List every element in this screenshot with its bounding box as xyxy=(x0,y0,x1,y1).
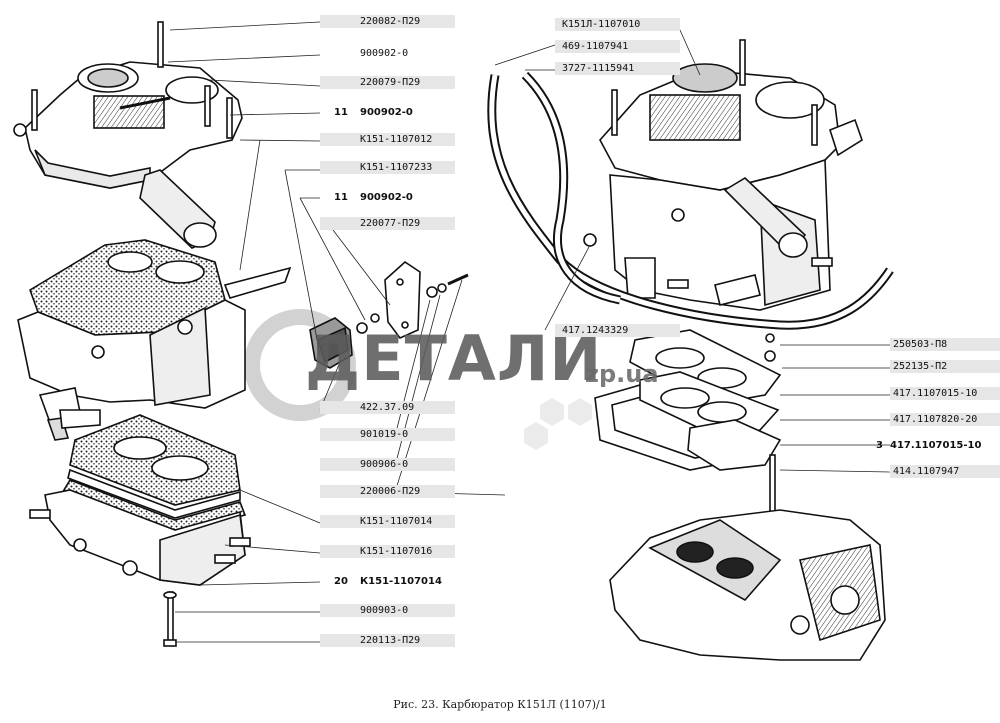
watermark-gear xyxy=(244,309,356,421)
label-shade xyxy=(890,360,1000,373)
carburetor-top-cover xyxy=(13,21,243,249)
throttle-body xyxy=(29,489,251,647)
part-label: 901019-0 xyxy=(360,429,409,440)
part-label: 417.1243329 xyxy=(562,325,629,336)
label-shade xyxy=(320,133,455,146)
label-shade xyxy=(555,18,680,31)
figure-caption: Рис. 23. Карбюратор К151Л (1107)/1 xyxy=(393,698,607,711)
label-shade xyxy=(320,76,455,89)
part-label: К151Л-1107010 xyxy=(562,19,641,30)
label-shade xyxy=(555,324,680,337)
label-shade xyxy=(320,634,455,647)
label-shade xyxy=(555,62,680,75)
part-label: 900906-0 xyxy=(360,459,409,470)
flange-gaskets xyxy=(594,329,782,518)
part-label: 417.1107015-10 xyxy=(893,388,978,399)
label-shade xyxy=(320,401,455,414)
lower-gaskets xyxy=(62,414,247,533)
part-label: 220077-П29 xyxy=(360,218,421,229)
part-label: 900902-0 xyxy=(360,48,409,59)
watermark-text: ДЕТАЛИ xyxy=(305,322,603,395)
label-shade xyxy=(555,40,680,53)
part-label: К151-1107233 xyxy=(360,162,433,173)
part-label: 250503-П8 xyxy=(893,339,948,350)
label-shade xyxy=(320,217,455,230)
label-shade xyxy=(320,428,455,441)
part-label: 220079-П29 xyxy=(360,77,421,88)
bracket-parts xyxy=(309,260,469,369)
upper-gasket xyxy=(29,239,292,336)
label-shade xyxy=(320,15,455,28)
label-shade xyxy=(890,413,1000,426)
watermark-domain: zp.ua xyxy=(585,360,659,388)
part-label: 469-1107941 xyxy=(562,41,629,52)
assembled-carburetor xyxy=(583,39,863,311)
label-shade xyxy=(320,485,455,498)
part-label: К151-1107016 xyxy=(360,546,433,557)
label-shade xyxy=(320,161,455,174)
part-label: 900903-0 xyxy=(360,605,409,616)
intake-manifold xyxy=(609,509,886,661)
part-label: К151-1107014 xyxy=(360,516,433,527)
part-label: К151-1107012 xyxy=(360,134,433,145)
part-label: 252135-П2 xyxy=(893,361,948,372)
fuel-hoses xyxy=(487,71,894,330)
label-shade xyxy=(890,465,1000,478)
part-label: 220082-П29 xyxy=(360,16,421,27)
part-label: 220006-П29 xyxy=(360,486,421,497)
part-label: 417.1107820-20 xyxy=(893,414,978,425)
part-label: 220113-П29 xyxy=(360,635,421,646)
label-shade xyxy=(320,545,455,558)
label-shade xyxy=(320,604,455,617)
label-shade xyxy=(890,338,1000,351)
part-label: 422.37.09 xyxy=(360,402,415,413)
carburetor-body xyxy=(17,299,246,441)
label-shade xyxy=(320,458,455,471)
label-shade xyxy=(320,515,455,528)
part-label: 414.1107947 xyxy=(893,466,960,477)
part-label: 3727-1115941 xyxy=(562,63,635,74)
label-shade xyxy=(890,387,1000,400)
